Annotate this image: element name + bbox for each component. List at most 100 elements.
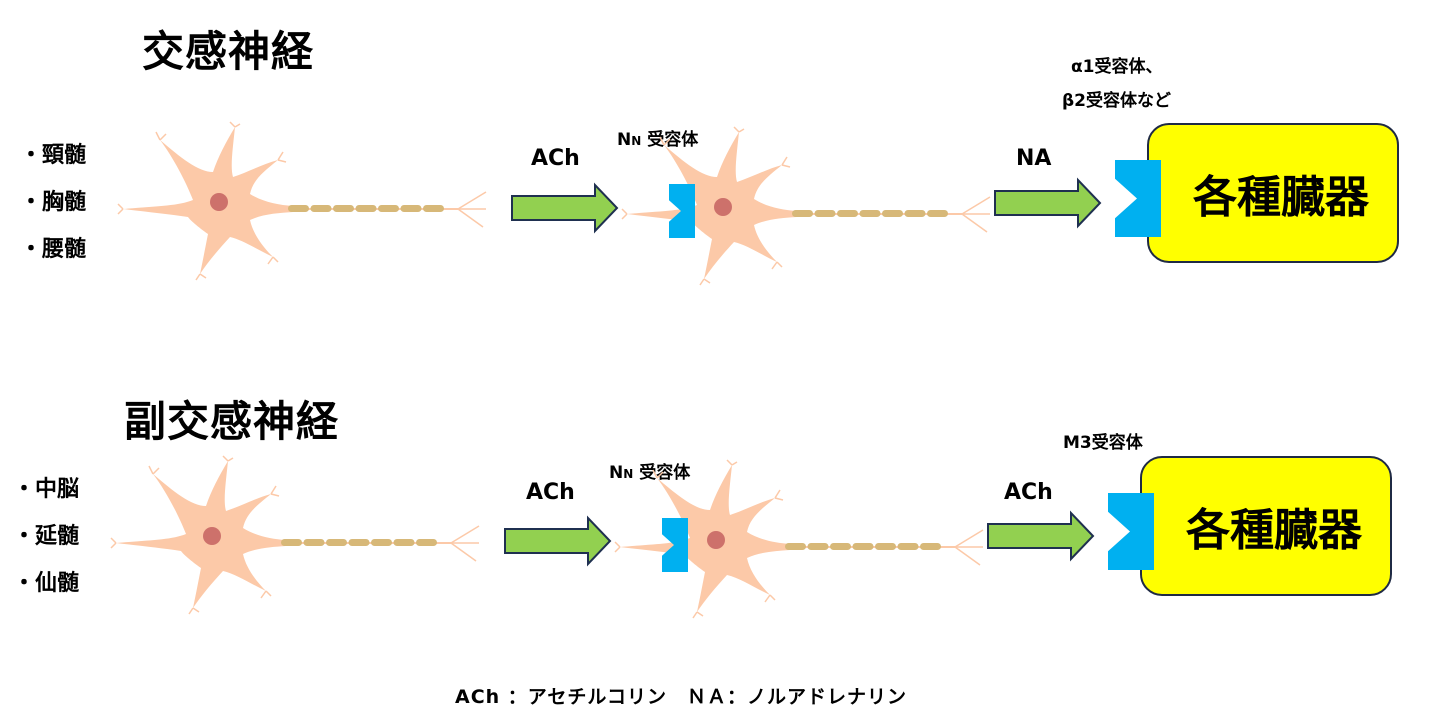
dendrite-tip bbox=[621, 208, 628, 215]
section-title-parasympathetic: 副交感神経 bbox=[124, 397, 340, 446]
nucleus bbox=[203, 527, 221, 545]
arrow-icon bbox=[504, 515, 612, 567]
arrow-shape bbox=[987, 510, 1095, 562]
receptor-icon bbox=[662, 518, 688, 572]
preganglionic-neuron-icon bbox=[110, 455, 480, 615]
myelin-segment bbox=[927, 210, 948, 217]
origin-list-sympathetic: ・頸髄 ・胸髄 ・腰髄 bbox=[20, 132, 86, 273]
dendrite-tip bbox=[781, 164, 791, 168]
nucleus bbox=[210, 193, 228, 211]
dendrite-tip bbox=[272, 256, 279, 263]
myelin-segment bbox=[920, 543, 941, 550]
dendrite-tip bbox=[703, 278, 711, 284]
dendrite-tip bbox=[234, 123, 241, 128]
arrow-shape bbox=[504, 515, 612, 567]
dendrite-tip bbox=[260, 590, 267, 599]
dendrite-tip bbox=[771, 261, 778, 270]
dendrite-tip bbox=[738, 128, 745, 133]
section-title-sympathetic: 交感神経 bbox=[142, 27, 315, 76]
arrow-icon bbox=[511, 182, 619, 234]
origin-item: ・腰髄 bbox=[20, 237, 87, 262]
myelin-segment bbox=[310, 205, 332, 212]
myelin-segment bbox=[281, 539, 302, 546]
dendrite-tip bbox=[148, 465, 154, 475]
dendrite-tip bbox=[656, 471, 664, 479]
ganglion-receptor-label: NN 受容体 bbox=[617, 130, 699, 150]
myelin-segment bbox=[378, 205, 399, 212]
dendrite-tip bbox=[769, 594, 776, 601]
post-transmitter-label: ACh bbox=[1004, 480, 1053, 505]
dendrite-tip bbox=[117, 203, 124, 210]
myelin-segment bbox=[785, 543, 806, 550]
myelin-segment bbox=[371, 539, 392, 546]
myelin-segment bbox=[416, 539, 437, 546]
myelin-segment bbox=[814, 210, 836, 217]
neuron-soma bbox=[123, 127, 293, 274]
dendrite-tip bbox=[155, 131, 161, 141]
dendrite-tip bbox=[222, 455, 229, 462]
myelin-segment bbox=[830, 543, 851, 550]
receptor-shape bbox=[1115, 160, 1161, 237]
neuron-soma bbox=[116, 461, 286, 608]
dendrite-tip bbox=[696, 611, 704, 617]
dendrite-tip bbox=[731, 461, 738, 466]
dendrite-tip bbox=[726, 459, 733, 466]
axon-terminal bbox=[450, 542, 477, 562]
dendrite-tip bbox=[733, 126, 740, 133]
pre-transmitter-label: ACh bbox=[531, 146, 580, 171]
myelin-segment bbox=[423, 205, 444, 212]
origin-item: ・頸髄 bbox=[20, 143, 87, 168]
dendrite-tip bbox=[692, 611, 698, 619]
axon-terminal bbox=[961, 213, 988, 233]
myelin-segment bbox=[897, 543, 919, 550]
neuron-soma bbox=[627, 132, 797, 279]
myelin-segment bbox=[852, 543, 874, 550]
myelin-segment bbox=[904, 210, 926, 217]
arrow-icon bbox=[994, 177, 1102, 229]
nucleus bbox=[714, 198, 732, 216]
dendrite-tip bbox=[781, 156, 788, 166]
axon-terminal bbox=[961, 196, 991, 215]
dendrite-tip bbox=[267, 256, 274, 265]
origin-item: ・延髄 bbox=[13, 524, 80, 549]
receptor-icon bbox=[1108, 493, 1154, 570]
receptor-shape bbox=[669, 184, 695, 238]
dendrite-tip bbox=[199, 273, 207, 279]
receptor-icon bbox=[669, 184, 695, 238]
dendrite-tip bbox=[117, 208, 124, 215]
receptor-icon bbox=[1115, 160, 1161, 237]
organ-receptor-label: β2受容体など bbox=[1062, 91, 1171, 111]
dendrite-tip bbox=[110, 542, 117, 549]
dendrite-tip bbox=[277, 159, 287, 163]
myelin-segment bbox=[303, 539, 325, 546]
dendrite-tip bbox=[663, 138, 671, 146]
origin-list-parasympathetic: ・中脳 ・延髄 ・仙髄 bbox=[13, 466, 79, 607]
dendrite-tip bbox=[277, 151, 284, 161]
arrow-shape bbox=[511, 182, 619, 234]
dendrite-tip bbox=[227, 457, 234, 462]
myelin-segment bbox=[393, 539, 415, 546]
arrow-icon bbox=[987, 510, 1095, 562]
dendrite-tip bbox=[159, 133, 167, 141]
axon-terminal bbox=[450, 525, 480, 544]
myelin-segment bbox=[837, 210, 858, 217]
myelin-segment bbox=[875, 543, 896, 550]
postganglionic-neuron-icon bbox=[621, 126, 991, 286]
dendrite-tip bbox=[621, 213, 628, 220]
myelin-segment bbox=[882, 210, 903, 217]
myelin-segment bbox=[400, 205, 422, 212]
nucleus bbox=[707, 531, 725, 549]
dendrite-tip bbox=[774, 489, 781, 499]
myelin-segment bbox=[333, 205, 354, 212]
pre-transmitter-label: ACh bbox=[526, 480, 575, 505]
dendrite-tip bbox=[195, 273, 201, 281]
dendrite-tip bbox=[188, 607, 194, 615]
myelin-segment bbox=[859, 210, 881, 217]
dendrite-tip bbox=[659, 136, 665, 146]
dendrite-tip bbox=[152, 467, 160, 475]
organ-receptor-label: M3受容体 bbox=[1063, 433, 1143, 453]
receptor-shape bbox=[1108, 493, 1154, 570]
origin-item: ・中脳 bbox=[13, 477, 80, 502]
dendrite-tip bbox=[776, 261, 783, 268]
organ-receptor-label: α1受容体、 bbox=[1071, 57, 1163, 77]
